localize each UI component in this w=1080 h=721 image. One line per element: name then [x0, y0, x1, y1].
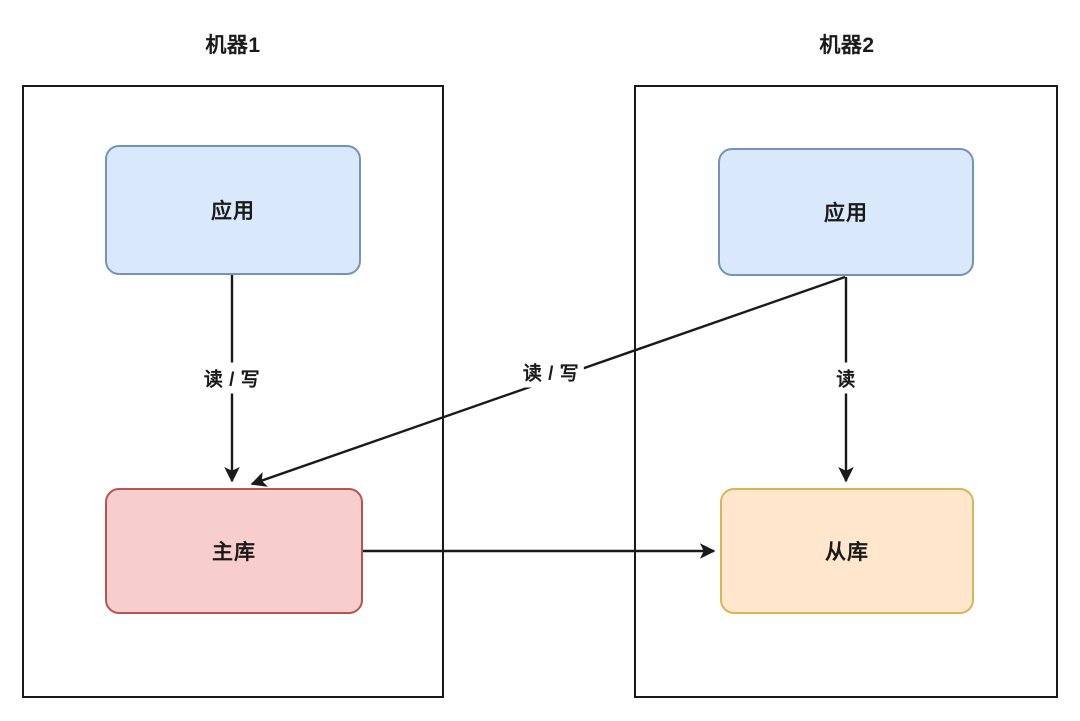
edge-label-app1-to-master: 读 / 写 [198, 362, 266, 394]
node-slave-database[interactable]: 从库 [720, 488, 974, 614]
node-label: 应用 [824, 202, 868, 225]
node-label: 应用 [211, 200, 255, 223]
node-master-database[interactable]: 主库 [105, 488, 363, 614]
machine-2-title: 机器2 [819, 34, 875, 57]
edge-label-app2-to-master: 读 / 写 [517, 356, 585, 388]
machine-1-title: 机器1 [205, 34, 261, 57]
edge-label-app2-to-slave: 读 [831, 362, 861, 394]
node-label: 主库 [212, 541, 256, 564]
node-application-machine-1[interactable]: 应用 [105, 145, 361, 275]
node-label: 从库 [825, 541, 869, 564]
node-application-machine-2[interactable]: 应用 [718, 148, 974, 276]
